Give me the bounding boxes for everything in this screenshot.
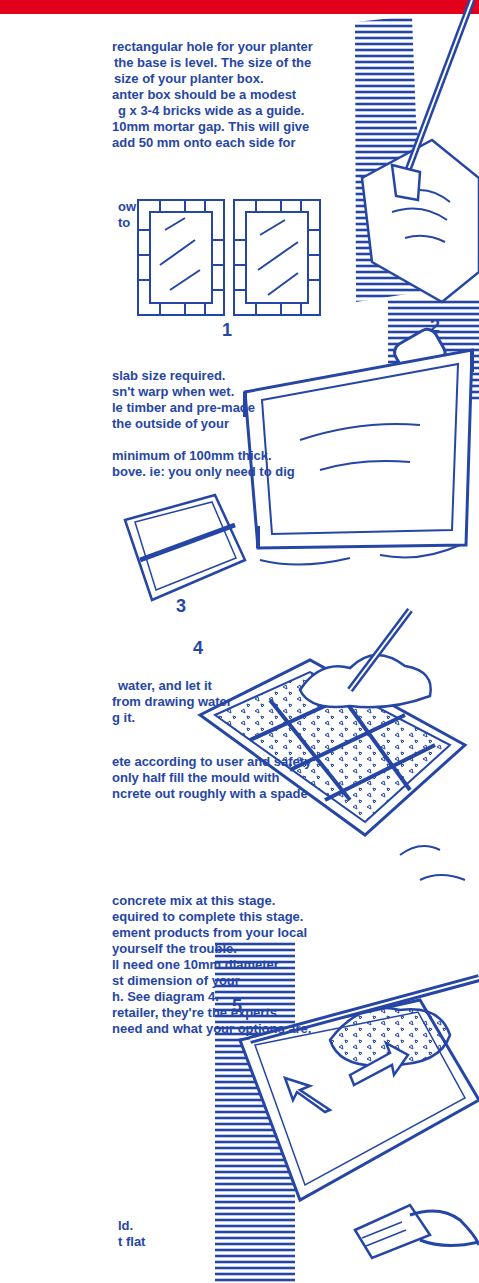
direction-arrows (285, 1043, 408, 1112)
instruction-text: ete according to user and safety (112, 754, 311, 770)
spade-handle-highlight (350, 610, 410, 690)
instruction-text: ld. (118, 1218, 133, 1234)
instruction-text: anter box should be a modest (112, 87, 296, 103)
instruction-text: ow (118, 199, 136, 215)
planter-plan (234, 200, 320, 315)
instruction-text: from drawing water (112, 694, 232, 710)
instruction-text: concrete mix at this stage. (112, 893, 275, 909)
spade-handle-highlight (408, 0, 472, 170)
instruction-text: to (118, 215, 130, 231)
instruction-text: ll need one 10mm diameter (112, 957, 279, 973)
instruction-text: need and what your options are. (112, 1021, 311, 1037)
level-board (140, 525, 235, 560)
instruction-text: rectangular hole for your planter (112, 39, 313, 55)
spade-handle (350, 610, 410, 690)
ground-sheet (362, 140, 479, 302)
instruction-text: g it. (112, 710, 135, 726)
instruction-text: bove. ie: you only need to dig (112, 464, 295, 480)
step-number: 4 (193, 638, 203, 658)
planter-plans (138, 200, 320, 315)
step-number: 3 (176, 596, 186, 616)
instruction-text: ement products from your local (112, 925, 307, 941)
instruction-text: t flat (118, 1234, 145, 1250)
instruction-text: yourself the trouble. (112, 941, 237, 957)
instruction-text: h. See diagram 4. (112, 989, 219, 1005)
planter-plan-inner (150, 212, 212, 303)
ground-marks (400, 846, 465, 880)
instruction-text: slab size required. (112, 368, 225, 384)
instruction-text: 10mm mortar gap. This will give (112, 119, 309, 135)
step-number: 1 (222, 320, 232, 340)
instruction-text: retailer, they're the experts (112, 1005, 277, 1021)
hand (410, 1211, 479, 1246)
planter-plan (138, 200, 224, 315)
instruction-text: ncrete out roughly with a spade (112, 786, 308, 802)
instruction-text: the outside of your (112, 416, 229, 432)
mould-frame (125, 495, 245, 600)
instruction-text: equired to complete this stage. (112, 909, 303, 925)
header-bar (0, 0, 479, 14)
step-number: 2 (430, 316, 440, 336)
trowel-marks (362, 1222, 406, 1246)
corner-pegs (245, 350, 472, 548)
instruction-text: only half fill the mould with (112, 770, 280, 786)
instruction-text: water, and let it (118, 678, 212, 694)
instruction-text: g x 3-4 bricks wide as a guide. (118, 103, 304, 119)
mould-frame (245, 350, 472, 548)
spade-blade (392, 165, 420, 200)
mould-frame-inner (262, 364, 458, 534)
instruction-text: the base is level. The size of the (114, 55, 311, 71)
spade-handle (408, 0, 472, 170)
concrete-heap (300, 655, 431, 707)
instruction-text: st dimension of your (112, 973, 240, 989)
ground-marks (260, 424, 460, 565)
instruction-text: size of your planter box. (114, 71, 264, 87)
instruction-text: sn't warp when wet. (112, 384, 234, 400)
mould-frame-inner (135, 502, 236, 590)
instruction-text: add 50 mm onto each side for (112, 135, 296, 151)
brick-joints (138, 200, 224, 315)
step-number: 5 (232, 996, 242, 1016)
instruction-text: minimum of 100mm thick. (112, 448, 272, 464)
brick-joints (234, 200, 320, 315)
instruction-text: le timber and pre-made (112, 400, 255, 416)
